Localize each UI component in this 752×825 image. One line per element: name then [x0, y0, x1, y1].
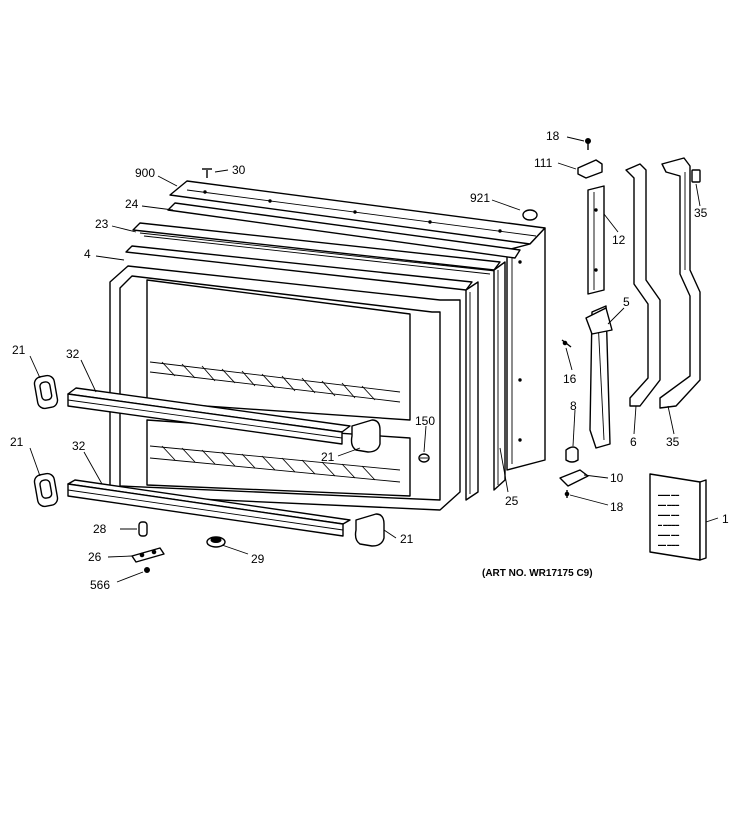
label-566: 566: [90, 578, 110, 592]
rail-end-cap-upper-right: [350, 419, 381, 453]
rail-end-cap-lower-left: [33, 472, 59, 508]
label-21-lower-left: 21: [10, 435, 24, 449]
label-21-upper-left: 21: [12, 343, 26, 357]
svg-text:▬ ▬▬▬▬: ▬ ▬▬▬▬: [658, 522, 679, 527]
upper-shelf-ribs: [149, 361, 401, 403]
screw-566: [144, 567, 150, 573]
label-5: 5: [623, 295, 630, 309]
label-29: 29: [251, 552, 265, 566]
svg-text:▬▬▬ ▬▬: ▬▬▬ ▬▬: [658, 512, 679, 517]
lower-shelf-rail: [67, 479, 351, 537]
label-25: 25: [505, 494, 519, 508]
upper-shelf-rail: [67, 387, 351, 445]
handle-35: [659, 157, 701, 409]
instruction-booklet-1: ▬▬▬ ▬▬ ▬▬ ▬▬▬ ▬▬▬ ▬▬ ▬ ▬▬▬▬ ▬▬▬ ▬▬ ▬▬ ▬▬…: [649, 473, 707, 561]
stop-28: [138, 521, 148, 537]
label-111: 111: [534, 156, 553, 170]
bushing-29: [206, 536, 226, 548]
clip-35: [691, 169, 701, 183]
svg-text:▬▬ ▬▬▬: ▬▬ ▬▬▬: [658, 502, 679, 507]
hinge-plate-26: [131, 547, 165, 563]
label-12: 12: [612, 233, 626, 247]
screw-16: [561, 339, 572, 348]
screw-18-top: [585, 138, 591, 150]
label-30: 30: [232, 163, 246, 177]
art-number: (ART NO. WR17175 C9): [482, 568, 593, 579]
label-23: 23: [95, 217, 109, 231]
handle-6: [625, 163, 661, 407]
screw-18-bottom: [564, 490, 570, 498]
label-1: 1: [722, 512, 729, 526]
label-26: 26: [88, 550, 102, 564]
part-150: [418, 453, 430, 463]
label-18-top: 18: [546, 129, 560, 143]
door-inner-liner: [109, 265, 461, 511]
label-35-bottom: 35: [666, 435, 680, 449]
label-921: 921: [470, 191, 490, 205]
label-28: 28: [93, 522, 107, 536]
lower-shelf-ribs: [149, 445, 401, 483]
label-4: 4: [84, 247, 91, 261]
label-32-upper: 32: [66, 347, 80, 361]
plug-921: [522, 209, 538, 221]
svg-text:▬▬ ▬▬▬: ▬▬ ▬▬▬: [658, 542, 679, 547]
svg-text:▬▬▬ ▬▬: ▬▬▬ ▬▬: [658, 532, 679, 537]
door-gasket: [125, 202, 521, 501]
label-8: 8: [570, 399, 577, 413]
cap-8: [565, 446, 579, 463]
label-18-bottom: 18: [610, 500, 624, 514]
label-900: 900: [135, 166, 155, 180]
bracket-10: [559, 469, 589, 487]
svg-text:▬▬▬ ▬▬: ▬▬▬ ▬▬: [658, 492, 679, 497]
rail-end-cap-upper-left: [33, 374, 59, 410]
rail-end-cap-lower-right: [354, 513, 385, 547]
label-6: 6: [630, 435, 637, 449]
screw-30: [202, 168, 212, 178]
label-35-top: 35: [694, 206, 708, 220]
label-32-lower: 32: [72, 439, 86, 453]
leader-lines: [29, 136, 719, 583]
label-150: 150: [415, 414, 435, 428]
label-21-middle: 21: [321, 450, 335, 464]
label-21-lower-right: 21: [400, 532, 414, 546]
label-24: 24: [125, 197, 139, 211]
hinge-bar-12: [587, 185, 605, 295]
bracket-111: [577, 159, 603, 179]
callout-labels: 900 30 24 23 4 21 32 21 32 21 150 921 25…: [10, 129, 729, 592]
label-10: 10: [610, 471, 624, 485]
bracket-5: [585, 305, 613, 449]
label-16: 16: [563, 372, 577, 386]
